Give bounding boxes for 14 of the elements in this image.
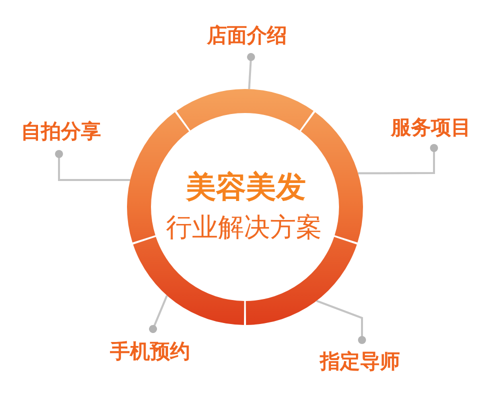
leader-line [247,53,255,90]
ring-segment [176,89,314,130]
leader-line [149,295,168,333]
feature-label: 店面介绍 [207,25,287,45]
ring-chart [127,89,363,325]
feature-label: 指定导师 [320,351,400,371]
leader-line [358,144,438,174]
center-title: 美容美发 [186,173,306,203]
leader-line [316,300,366,344]
feature-label: 自拍分享 [21,121,101,141]
feature-label: 服务项目 [391,117,471,137]
leader-line [55,150,130,182]
center-subtitle: 行业解决方案 [166,215,322,241]
feature-label: 手机预约 [110,341,190,361]
